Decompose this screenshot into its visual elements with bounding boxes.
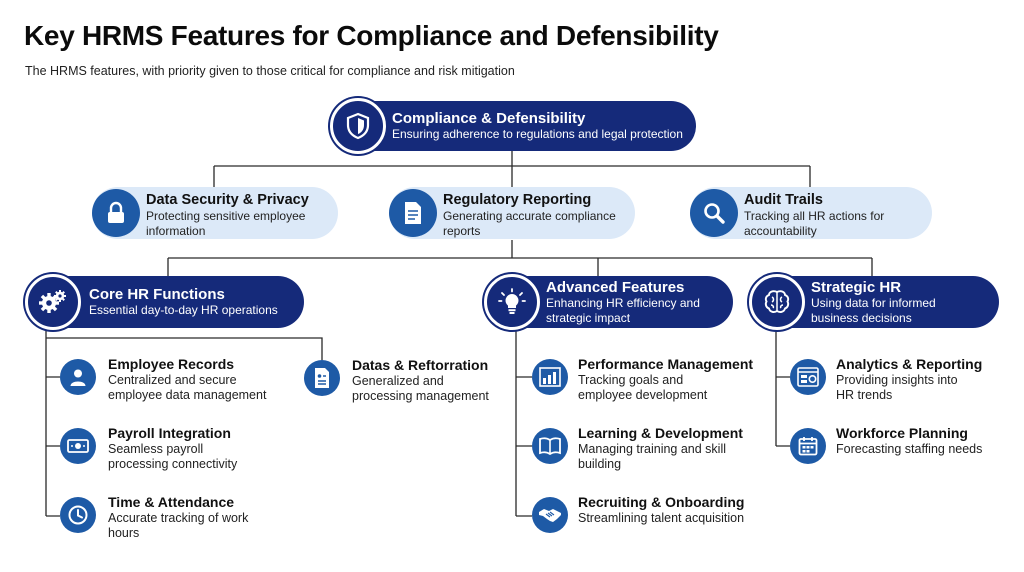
pillar-label: Regulatory Reporting [443,192,592,208]
gears-icon [25,274,81,330]
clock-icon [60,497,96,533]
lock-icon [92,189,140,237]
item-desc: Generalized and processing management [352,374,489,403]
category-advanced-features: Advanced Features Enhancing HR efficienc… [484,274,733,330]
category-desc: Essential day-to-day HR operations [89,303,278,317]
item-label: Datas & Reftorration [352,357,489,373]
item-desc: Providing insights into HR trends [836,373,958,402]
item-label: Learning & Development [578,425,743,441]
lightbulb-icon [484,274,540,330]
pillar-desc: Tracking all HR actions for accountabili… [744,209,885,238]
pillar-regulatory-reporting: Regulatory Reporting Generating accurate… [389,187,635,239]
pillar-label: Audit Trails [744,192,823,208]
category-label: Strategic HR [811,278,902,296]
pillar-audit-trails: Audit Trails Tracking all HR actions for… [690,187,932,239]
item-label: Payroll Integration [108,425,231,441]
item-desc: Centralized and secure employee data man… [108,373,267,402]
item-label: Time & Attendance [108,494,235,510]
book-icon [532,428,568,464]
pillar-desc: Generating accurate compliance reports [443,209,616,238]
item-label: Employee Records [108,356,235,372]
shield-icon [330,98,386,154]
item-desc: Forecasting staffing needs [836,442,983,456]
category-label: Advanced Features [546,278,685,296]
item-desc: Accurate tracking of work hours [108,511,249,540]
item-label: Workforce Planning [836,425,968,441]
category-strategic-hr: Strategic HR Using data for informed bus… [749,274,999,330]
item-label: Recruiting & Onboarding [578,494,745,510]
root-label: Compliance & Defensibility [392,110,586,127]
person-icon [60,359,96,395]
item-desc: Managing training and skill building [578,442,727,471]
item-desc: Streamlining talent acquisition [578,511,745,525]
page-title: Key HRMS Features for Compliance and Def… [24,20,719,51]
form-icon [304,360,340,396]
calendar-icon [790,428,826,464]
brain-icon [749,274,805,330]
item-desc: Seamless payroll processing connectivity [108,442,238,471]
root-desc: Ensuring adherence to regulations and le… [392,127,683,141]
pillar-desc: Protecting sensitive employee informatio… [146,209,306,238]
pillar-label: Data Security & Privacy [146,192,309,208]
category-desc: Using data for informed business decisio… [811,295,936,325]
pillar-data-security: Data Security & Privacy Protecting sensi… [92,187,338,239]
item-label: Analytics & Reporting [836,356,983,372]
category-label: Core HR Functions [89,286,225,303]
money-icon [60,428,96,464]
root-node: Compliance & Defensibility Ensuring adhe… [330,98,696,154]
category-core-hr: Core HR Functions Essential day-to-day H… [25,274,304,330]
dashboard-icon [790,359,826,395]
page-subtitle: The HRMS features, with priority given t… [25,64,515,78]
document-icon [389,189,437,237]
category-desc: Enhancing HR efficiency and strategic im… [546,295,700,325]
magnifier-icon [690,189,738,237]
handshake-icon [532,497,568,533]
bar-chart-icon [532,359,568,395]
item-label: Performance Management [578,356,754,372]
item-desc: Tracking goals and employee development [578,373,708,402]
